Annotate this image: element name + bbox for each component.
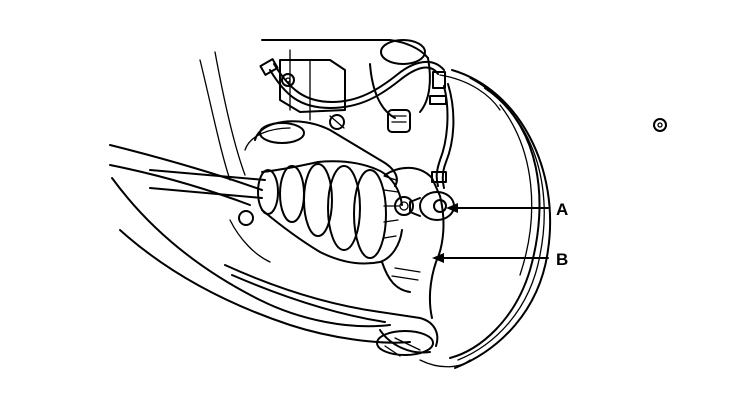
sensor-cable — [259, 58, 455, 189]
brake-disc — [419, 69, 552, 369]
wheel-speed-sensor — [409, 191, 455, 221]
callout-b-arrowhead — [432, 253, 444, 263]
upper-link — [244, 109, 667, 187]
subframe — [109, 51, 411, 344]
callout-a: A — [446, 200, 568, 219]
strut-upper-mount — [261, 39, 431, 130]
callout-a-arrowhead — [446, 203, 458, 213]
callout-b-label: B — [556, 250, 568, 269]
callout-b: B — [432, 250, 568, 269]
steering-knuckle — [381, 166, 445, 319]
callout-a-label: A — [556, 200, 568, 219]
lower-control-arm — [224, 264, 439, 357]
drive-shaft-cv-boot — [149, 160, 403, 265]
